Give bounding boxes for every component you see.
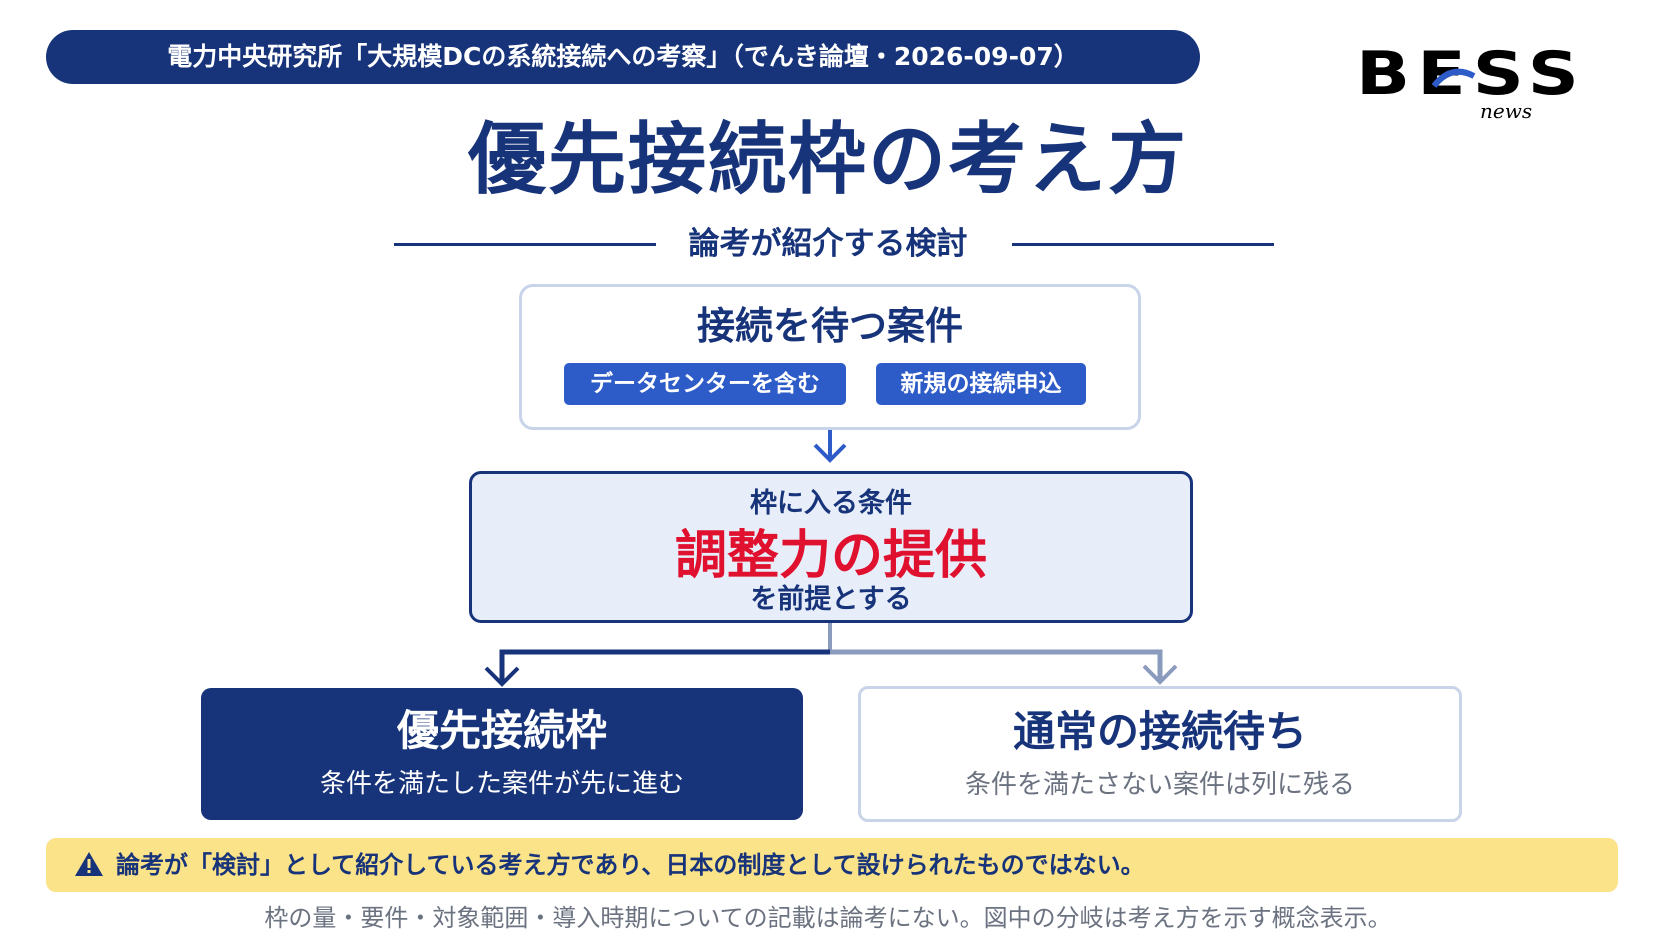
page-title: 優先接続枠の考え方 <box>467 115 1188 205</box>
subtitle-rule-left <box>394 243 656 246</box>
logo-subtext: news <box>1480 99 1532 123</box>
normal-queue-box: 通常の接続待ち 条件を満たさない案件は列に残る <box>858 686 1462 822</box>
condition-box: 枠に入る条件 調整力の提供 を前提とする <box>469 471 1193 623</box>
arrow-down-to-condition <box>813 430 847 463</box>
branch-to-priority <box>484 623 832 687</box>
chip-datacenter: データセンターを含む <box>564 363 846 405</box>
warning-text: 論考が「検討」として紹介している考え方であり、日本の制度として設けられたものでは… <box>116 851 1145 879</box>
subtitle-rule-right <box>1012 243 1274 246</box>
warning-banner: 論考が「検討」として紹介している考え方であり、日本の制度として設けられたものでは… <box>46 838 1618 892</box>
priority-slot-title: 優先接続枠 <box>396 706 607 755</box>
condition-pre-label: 枠に入る条件 <box>750 488 912 519</box>
branch-to-normal <box>830 649 1178 685</box>
priority-slot-sub: 条件を満たした案件が先に進む <box>319 769 684 799</box>
condition-main-label: 調整力の提供 <box>674 526 987 586</box>
bess-news-logo: BESS news <box>1356 39 1596 126</box>
source-header: 電力中央研究所「大規模DCの系統接続への考察」（でんき論壇・2026-09-07… <box>46 30 1200 84</box>
priority-slot-box: 優先接続枠 条件を満たした案件が先に進む <box>201 688 803 820</box>
normal-queue-sub: 条件を満たさない案件は列に残る <box>964 770 1355 800</box>
chip-new-application: 新規の接続申込 <box>876 363 1086 405</box>
normal-queue-title: 通常の接続待ち <box>1012 707 1307 756</box>
warning-icon <box>75 852 103 876</box>
pending-projects-title: 接続を待つ案件 <box>696 304 963 348</box>
source-label: 電力中央研究所「大規模DCの系統接続への考察」（でんき論壇・2026-09-07… <box>167 42 1079 71</box>
pending-projects-box: 接続を待つ案件 データセンターを含む 新規の接続申込 <box>519 284 1141 430</box>
condition-post-label: を前提とする <box>750 584 912 615</box>
subtitle: 論考が紹介する検討 <box>688 226 968 262</box>
footnote: 枠の量・要件・対象範囲・導入時期についての記載は論考にない。図中の分岐は考え方を… <box>264 904 1392 932</box>
